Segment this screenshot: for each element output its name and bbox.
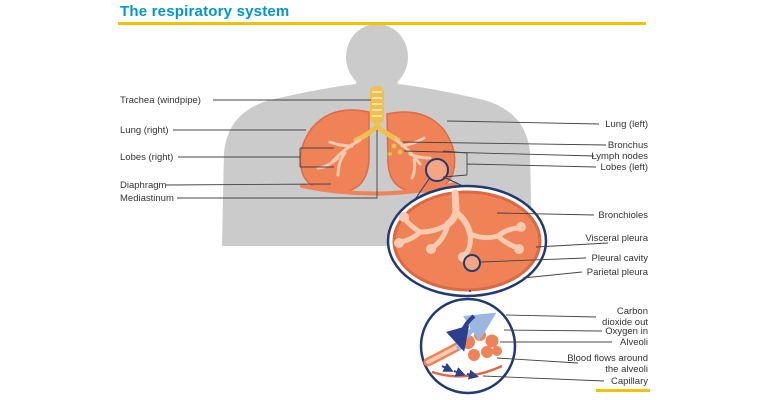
label-oxygen-in: Oxygen in (605, 326, 648, 337)
leader-lines (165, 99, 612, 382)
bronchiole-inset-circle (386, 184, 548, 298)
capillary-graphic (431, 364, 503, 378)
label-diaphragm: Diaphragm (120, 180, 167, 191)
diaphragm-graphic (300, 182, 458, 196)
label-blood-flows: Blood flows around the alveoli (567, 353, 648, 375)
pleura-marker-circle (463, 254, 481, 272)
lungs-illustration (299, 86, 458, 196)
label-pleural-cavity: Pleural cavity (591, 253, 649, 264)
label-carbon-dioxide-out: Carbon dioxide out (602, 306, 648, 328)
label-visceral-pleura: Visceral pleura (585, 233, 648, 244)
label-lung-right: Lung (right) (120, 125, 169, 136)
lymph-nodes-graphic (387, 143, 403, 157)
title-underline-rule (118, 22, 646, 25)
label-capillary: Capillary (611, 376, 648, 387)
page-title: The respiratory system (120, 3, 290, 20)
blood-flow-arrows (441, 362, 479, 380)
label-lobes-left: Lobes (left) (600, 162, 648, 173)
o2-in-arrow (446, 314, 476, 352)
right-lung-graphic (299, 109, 370, 193)
label-mediastinum: Mediastinum (120, 193, 174, 204)
bronchioles-graphic (397, 189, 523, 259)
label-lymph-nodes: Lymph nodes (591, 151, 648, 162)
label-bronchus: Bronchus (607, 140, 648, 151)
label-lobes-right: Lobes (right) (120, 152, 174, 163)
label-bronchioles: Bronchioles (598, 210, 648, 221)
capillary-underline-rule (596, 389, 650, 392)
label-parietal-pleura: Parietal pleura (586, 267, 648, 278)
label-lung-left: Lung (left) (605, 119, 648, 130)
label-trachea: Trachea (windpipe) (120, 95, 201, 106)
alveoli-inset-circle (419, 297, 517, 395)
label-alveoli: Alveoli (620, 337, 648, 348)
